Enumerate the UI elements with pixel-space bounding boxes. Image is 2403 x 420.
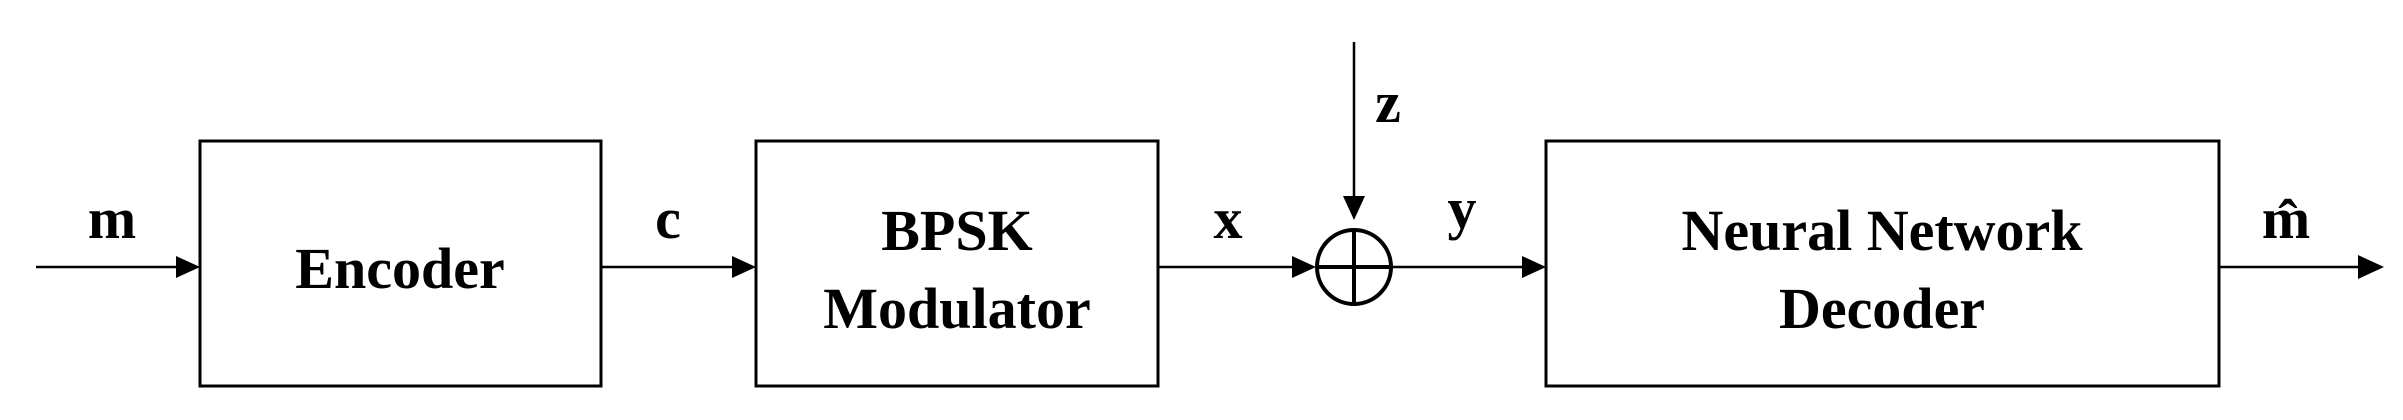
signal-label-m-hat: m̂ (2262, 186, 2310, 251)
arrow-y (1391, 256, 1546, 278)
adder-symbol (1315, 228, 1393, 306)
noise-arrow-z (1343, 42, 1365, 220)
encoder-block: Encoder (198, 139, 603, 388)
signal-label-y: y (1448, 176, 1477, 241)
bpsk-modulator-block: BPSK Modulator (754, 139, 1160, 388)
modulator-label-line1: BPSK (881, 198, 1033, 263)
arrow-x (1158, 256, 1316, 278)
arrow-c (601, 256, 756, 278)
signal-label-x: x (1214, 186, 1243, 251)
decoder-label-line2: Decoder (1779, 276, 1985, 341)
signal-label-z: z (1375, 70, 1401, 135)
modulator-label-line2: Modulator (823, 276, 1090, 341)
signal-label-m: m (88, 186, 136, 251)
encoder-label: Encoder (295, 236, 504, 301)
input-arrow-m (36, 256, 200, 278)
output-arrow-m-hat (2219, 255, 2384, 279)
neural-network-decoder-block: Neural Network Decoder (1544, 139, 2221, 388)
decoder-label-line1: Neural Network (1681, 198, 2083, 263)
signal-label-c: c (655, 186, 681, 251)
